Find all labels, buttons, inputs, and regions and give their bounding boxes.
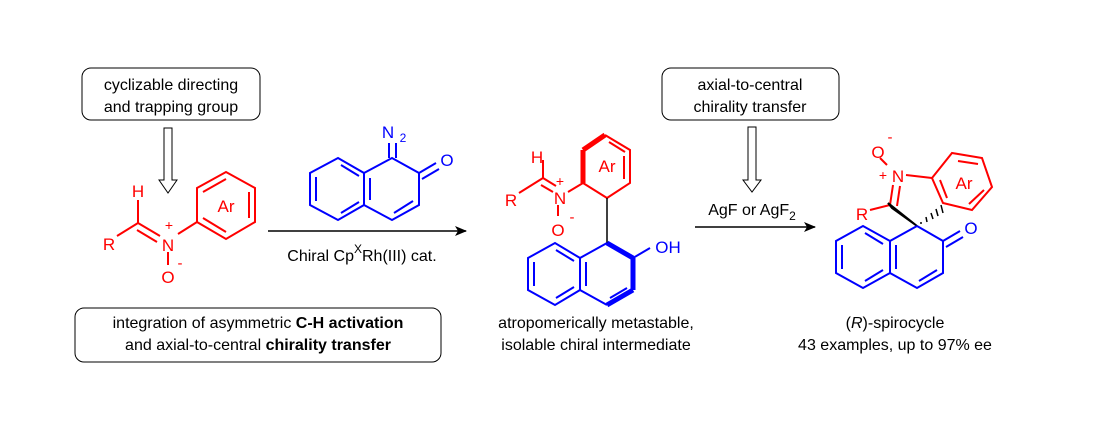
atom-label-n2: N: [382, 123, 394, 142]
catalyst-label: Chiral CpXRh(III) cat.: [287, 242, 436, 265]
charge-minus: -: [178, 255, 183, 272]
bold-text: chirality transfer: [265, 337, 391, 354]
atom-label-h: H: [531, 148, 543, 167]
atom-label-n: N: [892, 167, 904, 186]
directing-group-box: cyclizable directing and trapping group: [81, 67, 261, 121]
stereo-descriptor: R: [850, 315, 863, 332]
caption-text: )-spirocycle: [862, 315, 945, 332]
atom-label-o: O: [440, 151, 453, 170]
hydroxyl-label: OH: [655, 238, 681, 257]
charge-plus: +: [879, 167, 887, 183]
aryl-label: Ar: [956, 174, 973, 193]
silver-reagent-label: AgF or AgF2: [708, 202, 796, 223]
aryl-label: Ar: [599, 157, 616, 176]
charge-minus: -: [570, 209, 575, 226]
nitrone-structure: [116, 170, 256, 265]
atom-label-r: R: [505, 191, 517, 210]
atom-label-n: N: [554, 189, 566, 208]
atom-label-o: O: [871, 143, 884, 162]
box-text-line: chirality transfer: [694, 99, 808, 116]
atom-label-o: O: [551, 221, 564, 240]
intermediate-nitrone-part: [518, 132, 631, 216]
atom-label-h: H: [132, 182, 144, 201]
atom-label-r: R: [856, 205, 868, 224]
open-down-arrow: [742, 126, 762, 193]
wedge-bond: [887, 202, 918, 227]
atom-label-n: N: [162, 236, 174, 255]
plain-text: integration of asymmetric: [112, 315, 296, 332]
charge-minus: -: [888, 129, 893, 146]
intermediate-naphthol-part: [527, 240, 651, 308]
subscript-2: 2: [400, 131, 407, 145]
chirality-transfer-box: axial-to-central chirality transfer: [661, 67, 840, 121]
open-down-arrow: [158, 127, 178, 194]
charge-plus: +: [165, 217, 173, 233]
product-caption: (R)-spirocycle 43 examples, up to 97% ee: [780, 313, 1010, 357]
box-text-line: axial-to-central: [698, 77, 803, 94]
atom-label-r: R: [103, 235, 115, 254]
caption-line: isolable chiral intermediate: [501, 337, 691, 354]
caption-line: atropomerically metastable,: [498, 315, 694, 332]
intermediate-caption: atropomerically metastable, isolable chi…: [476, 313, 716, 357]
caption-line: (R)-spirocycle: [780, 313, 1010, 335]
box-text-line: cyclizable directing: [104, 77, 238, 94]
charge-plus: +: [556, 173, 564, 189]
diazo-naphthoquinone-structure: [309, 143, 440, 222]
bold-text: C-H activation: [295, 315, 404, 332]
atom-label-o: O: [964, 219, 977, 238]
integration-box: [74, 307, 442, 363]
integration-line-1: integration of asymmetric C-H activation: [75, 313, 441, 335]
plain-text: and axial-to-central: [125, 337, 266, 354]
product-nitrone-part: [869, 151, 994, 212]
paren: (: [845, 315, 851, 332]
integration-line-2: and axial-to-central chirality transfer: [75, 335, 441, 357]
aryl-label: Ar: [218, 197, 235, 216]
hashed-bond: [920, 204, 944, 224]
atom-label-o: O: [161, 268, 174, 287]
box-text-line: and trapping group: [104, 99, 238, 116]
integration-box-text: integration of asymmetric C-H activation…: [75, 313, 441, 357]
product-naphthalenone-part: [835, 224, 964, 290]
caption-line: 43 examples, up to 97% ee: [798, 337, 992, 354]
